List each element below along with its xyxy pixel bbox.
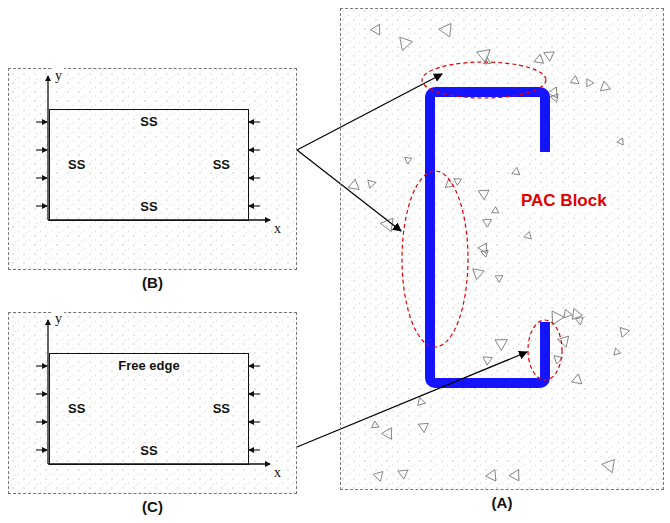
aggregate-triangle (481, 250, 488, 257)
aggregate-triangle (570, 76, 579, 84)
axis-label: y (53, 311, 64, 327)
aggregate-triangle (544, 52, 554, 61)
stipple-texture (340, 8, 664, 490)
support-label: SS (211, 158, 232, 173)
load-arrow (36, 365, 47, 366)
stipple-texture (8, 312, 297, 494)
aggregate-triangle (575, 317, 583, 324)
aggregate-triangle (492, 207, 499, 213)
load-arrow (249, 121, 260, 122)
load-arrow (36, 177, 47, 178)
edge-condition: Free edge (116, 359, 181, 374)
aggregate-triangle (564, 309, 572, 318)
support-label: SS (211, 402, 232, 417)
load-arrow (249, 449, 260, 450)
aggregate-triangle (370, 24, 379, 35)
block-label: PAC Block (519, 191, 609, 211)
aggregate-triangle (400, 37, 413, 50)
load-arrow (36, 205, 47, 206)
aggregate-triangle (495, 340, 507, 351)
aggregate-triangle (512, 167, 520, 174)
aggregate-triangle (477, 50, 491, 63)
axes (48, 76, 270, 464)
aggregate-triangle (495, 276, 503, 283)
aggregate-triangle (572, 374, 582, 384)
aggregate-triangle (483, 219, 492, 227)
support-label: SS (66, 402, 87, 417)
channel-section (430, 92, 545, 383)
load-arrow (36, 449, 47, 450)
panel-caption: (C) (140, 498, 165, 515)
aggregate-triangle (558, 336, 569, 347)
load-arrow (249, 149, 260, 150)
load-arrow (249, 177, 260, 178)
aggregate-triangle (368, 180, 376, 188)
aggregate-triangle (534, 54, 544, 63)
axis-label: x (272, 221, 283, 237)
axis-label: y (53, 68, 64, 84)
aggregate-triangles (348, 24, 629, 482)
aggregate-triangle (478, 190, 489, 200)
support-label: SS (138, 200, 159, 215)
aggregate-triangle (486, 470, 496, 482)
load-arrow (249, 421, 260, 422)
aggregate-triangle (587, 79, 594, 87)
aggregate-triangle (601, 81, 611, 91)
support-label: SS (138, 115, 159, 130)
pointer-arrow (297, 352, 527, 447)
pointer-arrow (297, 74, 442, 150)
aggregate-triangle (473, 269, 484, 280)
aggregate-triangle (372, 421, 380, 428)
aggregate-triangle (509, 470, 519, 481)
panel-caption: (B) (140, 274, 165, 291)
plate-box: Free edgeSS SS SS (49, 353, 249, 465)
figure-panel: (B)SSSSSSSS (8, 68, 297, 270)
load-arrow (249, 393, 260, 394)
figure-panel: PAC Block(A) (340, 8, 664, 490)
aggregate-triangle (550, 94, 558, 102)
aggregate-triangle (572, 309, 582, 320)
panel-caption: (A) (490, 494, 515, 511)
support-label: SS (138, 444, 159, 459)
aggregate-triangle (524, 231, 532, 239)
aggregate-triangle (483, 357, 492, 365)
highlight-ellipse (402, 62, 562, 380)
aggregate-triangle (418, 423, 428, 432)
load-arrow (36, 121, 47, 122)
aggregate-triangle (617, 138, 623, 145)
aggregate-triangle (602, 460, 615, 473)
aggregate-triangle (620, 328, 630, 338)
aggregate-triangle (373, 472, 383, 482)
stipple-texture (8, 68, 297, 270)
support-label: SS (66, 158, 87, 173)
load-arrow (36, 149, 47, 150)
axis-label: x (272, 465, 283, 481)
aggregate-triangle (439, 24, 451, 38)
aggregate-triangle (381, 428, 391, 440)
load-arrow (36, 421, 47, 422)
plate-box: SS SS SS SS (49, 109, 249, 221)
load-arrow (36, 393, 47, 394)
aggregate-triangle (348, 179, 359, 189)
aggregate-triangle (454, 179, 462, 186)
aggregate-triangle (398, 470, 408, 479)
aggregate-triangle (405, 157, 412, 164)
aggregate-triangle (614, 348, 621, 355)
figure-panel: (C)Free edgeSSSSSS (8, 312, 297, 494)
aggregate-triangle (478, 243, 487, 253)
load-arrows (36, 122, 260, 450)
load-arrow (249, 205, 260, 206)
aggregate-triangle (552, 311, 564, 325)
aggregate-triangle (418, 398, 426, 406)
load-arrow (249, 365, 260, 366)
pointer-arrow (297, 150, 401, 231)
